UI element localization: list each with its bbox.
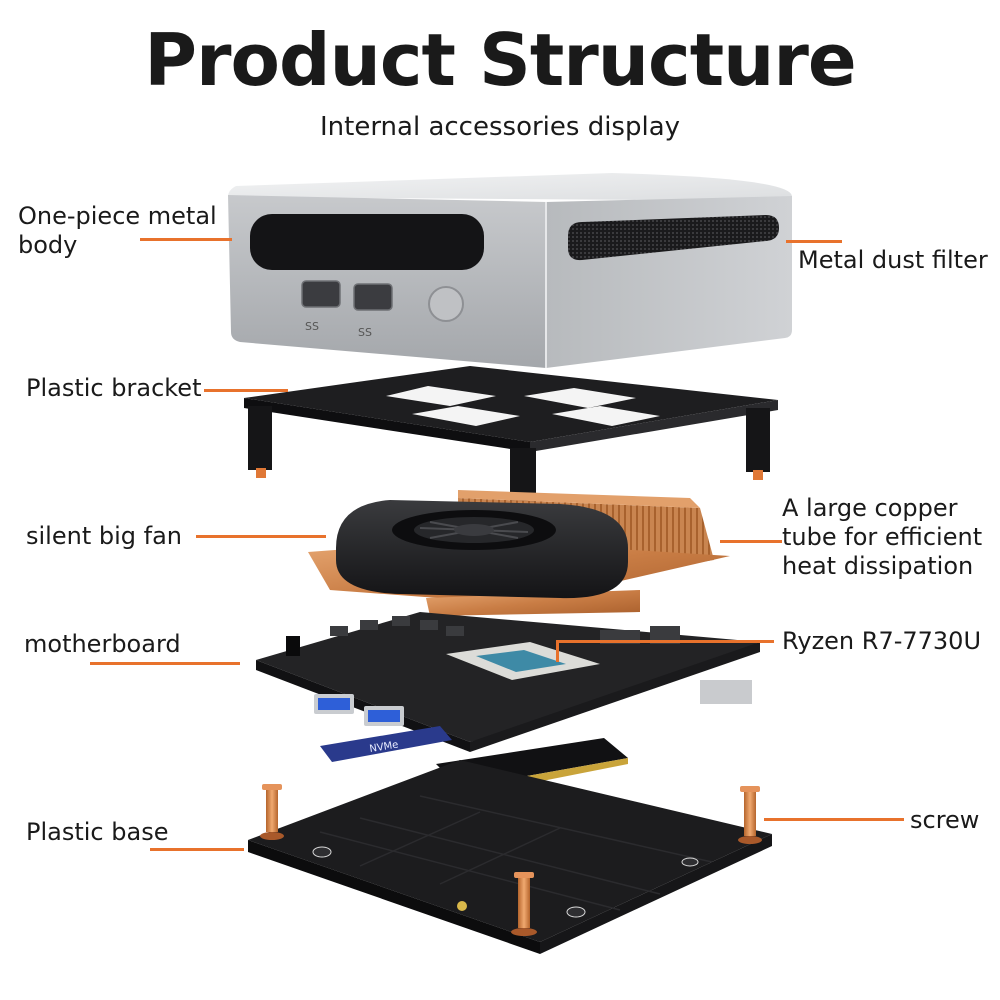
label-metal-body-line2: body bbox=[18, 231, 78, 259]
leader-motherboard bbox=[90, 662, 240, 665]
label-copper-tube: A large copper tube for efficient heat d… bbox=[782, 494, 982, 581]
label-metal-body: One-piece metal body bbox=[18, 202, 217, 260]
label-copper-line3: heat dissipation bbox=[782, 552, 974, 580]
leader-dust-filter bbox=[786, 240, 842, 243]
usb-logo-1: SS bbox=[305, 320, 319, 333]
leader-fan bbox=[196, 535, 326, 538]
ssd-brand-text: NVMe bbox=[369, 740, 399, 755]
page-title: Product Structure bbox=[144, 18, 856, 102]
plastic-base bbox=[248, 760, 772, 954]
label-metal-body-line1: One-piece metal bbox=[18, 202, 217, 230]
plastic-bracket bbox=[244, 366, 778, 536]
leader-plastic-base bbox=[150, 848, 244, 851]
leader-cpu bbox=[556, 640, 774, 643]
standoff-right bbox=[738, 786, 762, 844]
leader-cpu-drop bbox=[556, 640, 559, 662]
leader-plastic-bracket bbox=[204, 389, 288, 392]
leader-copper-tube bbox=[720, 540, 782, 543]
cooling-assembly bbox=[308, 490, 730, 616]
standoff-left bbox=[260, 784, 284, 840]
label-plastic-bracket: Plastic bracket bbox=[26, 374, 202, 402]
label-copper-line1: A large copper bbox=[782, 494, 958, 522]
label-cpu: Ryzen R7-7730U bbox=[782, 627, 982, 655]
label-dust-filter: Metal dust filter bbox=[798, 246, 988, 274]
label-plastic-base: Plastic base bbox=[26, 818, 169, 846]
leader-screw bbox=[764, 818, 904, 821]
brass-standoffs bbox=[260, 784, 762, 936]
label-copper-line2: tube for efficient bbox=[782, 523, 983, 551]
usb-logo-2: SS bbox=[358, 326, 372, 339]
standoff-front bbox=[511, 872, 537, 936]
metal-body-case bbox=[228, 173, 792, 368]
label-motherboard: motherboard bbox=[24, 630, 181, 658]
page-subtitle: Internal accessories display bbox=[319, 112, 681, 142]
label-fan: silent big fan bbox=[26, 522, 182, 550]
leader-metal-body bbox=[140, 238, 232, 241]
label-screw: screw bbox=[910, 806, 980, 834]
